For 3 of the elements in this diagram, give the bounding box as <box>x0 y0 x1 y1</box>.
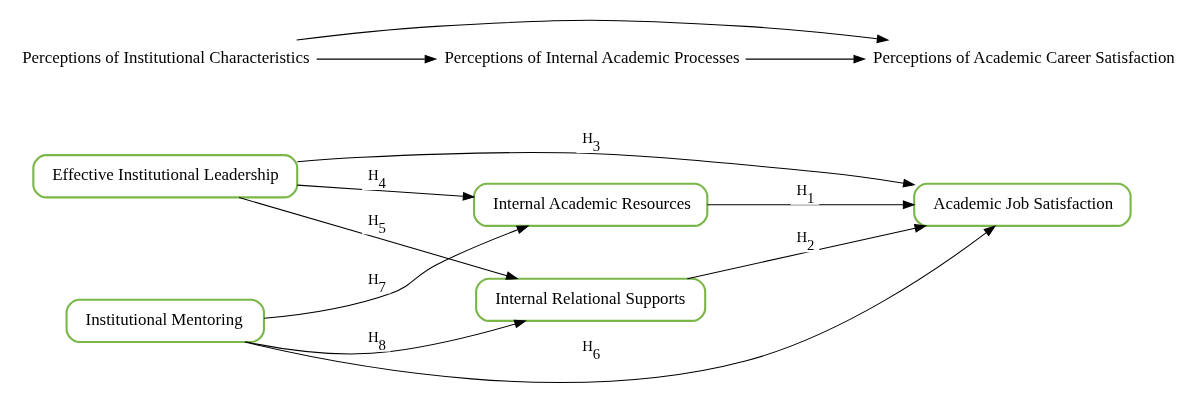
node-text: Perceptions of Internal Academic Processes <box>443 47 740 67</box>
node-text: Perceptions of Academic Career Satisfaction <box>872 47 1175 67</box>
node-text: Perceptions of Institutional Characteristics <box>21 47 310 67</box>
